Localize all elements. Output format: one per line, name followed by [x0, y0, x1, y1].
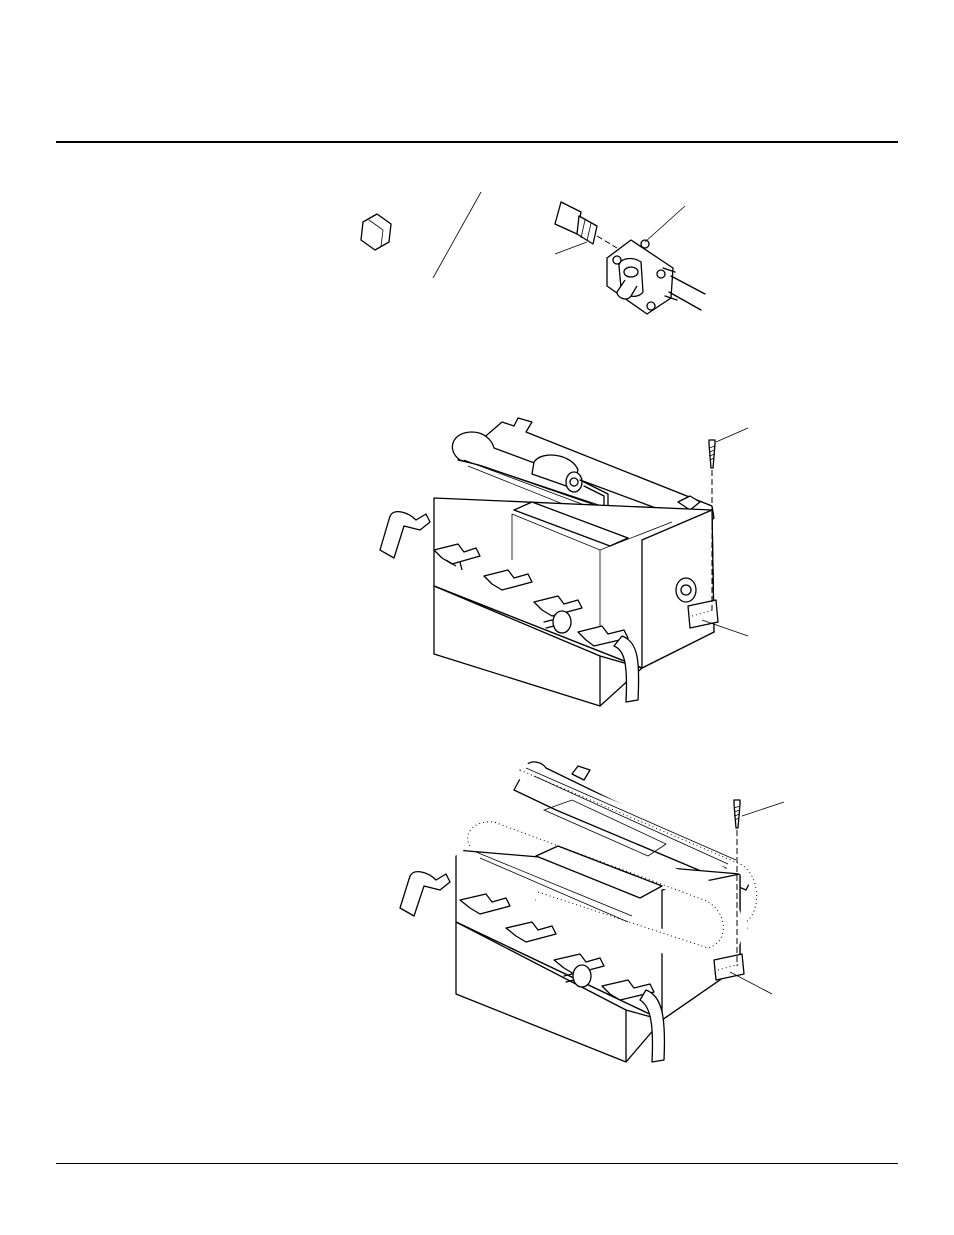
burner-assembly-u-shaped-figure — [396, 760, 796, 1070]
footer-rule — [56, 1163, 898, 1164]
gas-hose-connection-figure — [355, 168, 715, 328]
header-rule — [56, 141, 898, 143]
burner-assembly-straight-figure — [372, 410, 762, 710]
